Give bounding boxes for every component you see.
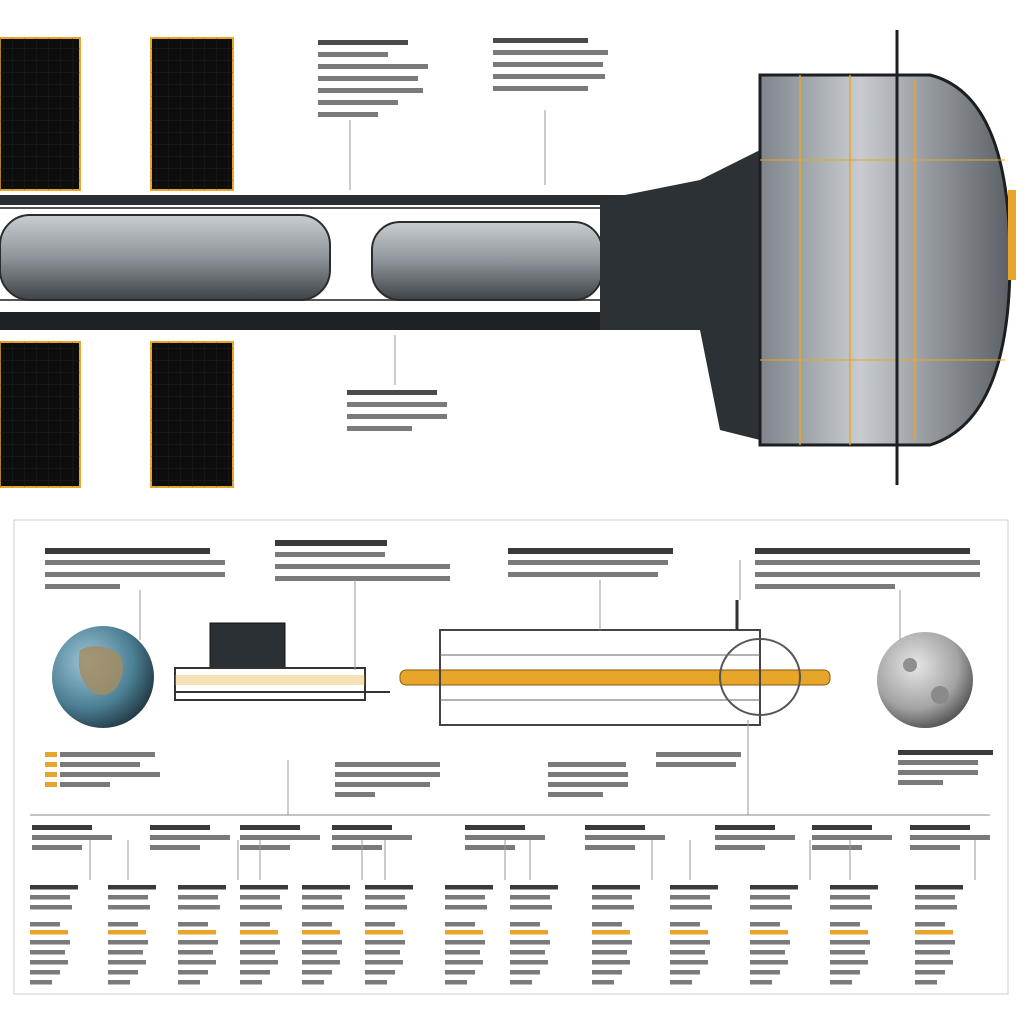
spec-header-block	[150, 825, 230, 850]
main-truss	[0, 195, 720, 330]
subsystem-panel	[13, 519, 1009, 995]
docking-adapter	[600, 150, 760, 440]
solar-array-left-upper	[0, 37, 81, 191]
spec-column	[365, 840, 413, 985]
spec-column	[108, 840, 156, 985]
spec-column	[302, 840, 363, 985]
spec-column	[240, 840, 288, 985]
callout-top-2	[493, 38, 608, 185]
module-cylinder-middle	[371, 221, 603, 301]
module-cylinder-left	[0, 214, 331, 301]
callout-top-1	[318, 40, 428, 190]
spec-column	[30, 840, 91, 985]
spec-header-block	[32, 825, 112, 850]
core-module-exploded	[399, 600, 831, 726]
spec-header-block	[585, 825, 665, 850]
spec-column	[670, 840, 718, 985]
moon-globe-icon	[877, 632, 973, 728]
spec-header-block	[715, 825, 795, 850]
solar-array-left-lower	[0, 341, 81, 488]
legend-earth	[45, 752, 160, 787]
spec-column	[445, 840, 506, 985]
legend-solar	[287, 760, 440, 815]
legend-moon	[898, 750, 993, 785]
spec-header-block	[240, 825, 320, 850]
spec-column	[510, 840, 558, 985]
callout-top-3	[347, 335, 447, 431]
panel-caption-1	[45, 548, 225, 640]
legend-core	[548, 720, 749, 815]
panel-caption-4	[739, 548, 980, 640]
spec-column	[915, 840, 976, 985]
panel-caption-2	[275, 540, 450, 670]
spec-header-block	[465, 825, 545, 850]
spec-header-block	[910, 825, 990, 850]
spec-column	[750, 840, 811, 985]
spec-columns	[30, 825, 990, 985]
spec-header-block	[812, 825, 892, 850]
spec-column	[178, 840, 239, 985]
panel-caption-3	[508, 548, 673, 630]
solar-array-right-upper	[150, 37, 234, 191]
solar-module-exploded	[174, 622, 390, 701]
spec-column	[592, 840, 653, 985]
solar-array-right-lower	[150, 341, 234, 488]
spec-header-block	[332, 825, 412, 850]
main-hull-module	[758, 73, 1016, 447]
earth-globe-icon	[52, 626, 154, 728]
spec-column	[830, 840, 878, 985]
